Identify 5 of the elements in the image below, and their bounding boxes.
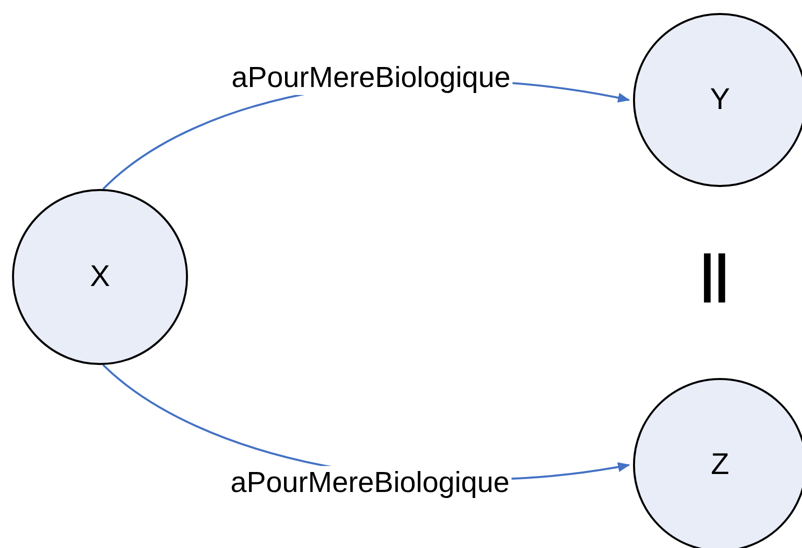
node-label: Y [710, 85, 730, 115]
edge-label: aPourMereBiologique [228, 466, 512, 500]
node-label: X [90, 262, 110, 292]
node-label: Z [710, 450, 730, 480]
equality-sign: || [700, 248, 730, 300]
